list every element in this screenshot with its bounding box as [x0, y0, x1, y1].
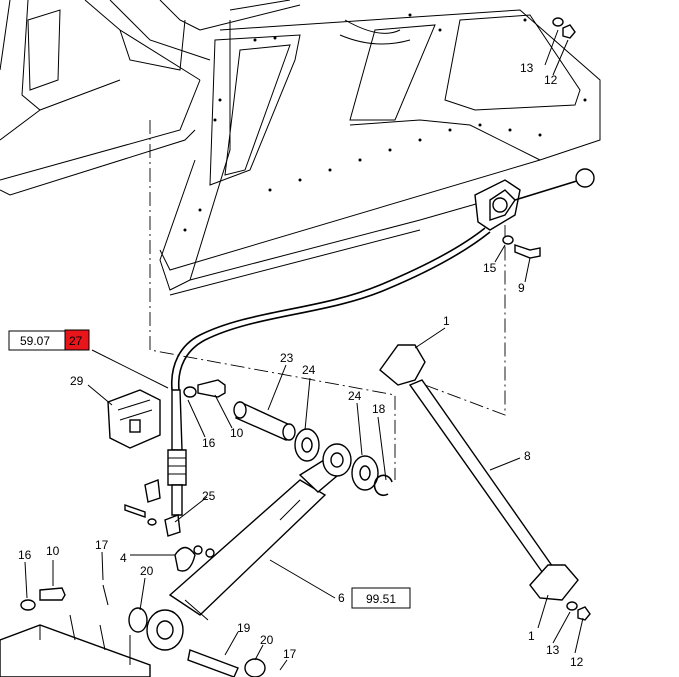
- callout-13-lower: 13: [546, 643, 560, 657]
- callout-24-left: 24: [302, 363, 316, 377]
- circlip-18: [373, 474, 393, 497]
- callout-10-upper: 10: [230, 426, 244, 440]
- callout-labels: 13 12 15 9 1 23 24 24 18 8 29 16 10 25 1…: [18, 61, 584, 669]
- lower-bracket: [0, 584, 266, 677]
- callout-12-lower: 12: [570, 655, 584, 669]
- callout-24-right: 24: [348, 389, 362, 403]
- reference-box-59-07-text: 59.07: [20, 334, 50, 348]
- bracket-29: [107, 389, 161, 449]
- callout-16-upper: 16: [202, 436, 216, 450]
- callout-18: 18: [372, 402, 386, 416]
- housing-panels: [0, 0, 601, 296]
- reference-box-99-51-text: 99.51: [366, 592, 396, 606]
- reference-box-99-51: 99.51: [351, 587, 411, 609]
- callout-13-top: 13: [520, 61, 534, 75]
- callout-9: 9: [518, 281, 525, 295]
- control-cable: [167, 227, 491, 516]
- callout-20-right: 20: [260, 633, 274, 647]
- reference-box-27: 27: [64, 329, 90, 351]
- center-lines: [149, 120, 506, 480]
- nuts-lower-right: [566, 601, 591, 621]
- callout-16-lower: 16: [18, 548, 32, 562]
- callout-6: 6: [338, 591, 345, 605]
- callout-4: 4: [120, 551, 127, 565]
- callout-19: 19: [237, 621, 251, 635]
- rod-8: [379, 344, 579, 601]
- callout-12-top: 12: [544, 73, 558, 87]
- pin-23: [233, 401, 296, 441]
- callout-17-right: 17: [283, 647, 297, 661]
- callout-8: 8: [524, 449, 531, 463]
- callout-1-lower: 1: [528, 629, 535, 643]
- reference-box-59-07: 59.07: [8, 330, 66, 351]
- cylinder-6: [146, 443, 352, 651]
- clip-4: [174, 545, 215, 572]
- callout-10-lower: 10: [46, 544, 60, 558]
- callout-20-left: 20: [140, 564, 154, 578]
- reference-box-27-text: 27: [69, 334, 83, 348]
- callout-15: 15: [483, 261, 497, 275]
- callout-23: 23: [280, 351, 294, 365]
- leader-lines: [24, 29, 584, 671]
- callout-17-left: 17: [95, 538, 109, 552]
- bolt-washer-upper: [183, 379, 226, 398]
- callout-25: 25: [202, 489, 216, 503]
- control-lever: [474, 17, 595, 259]
- clamp-25: [124, 479, 181, 537]
- callout-29: 29: [70, 374, 84, 388]
- reference-box-27-fill: [64, 329, 90, 351]
- callout-1-upper: 1: [443, 314, 450, 328]
- spacers-24: [294, 428, 379, 491]
